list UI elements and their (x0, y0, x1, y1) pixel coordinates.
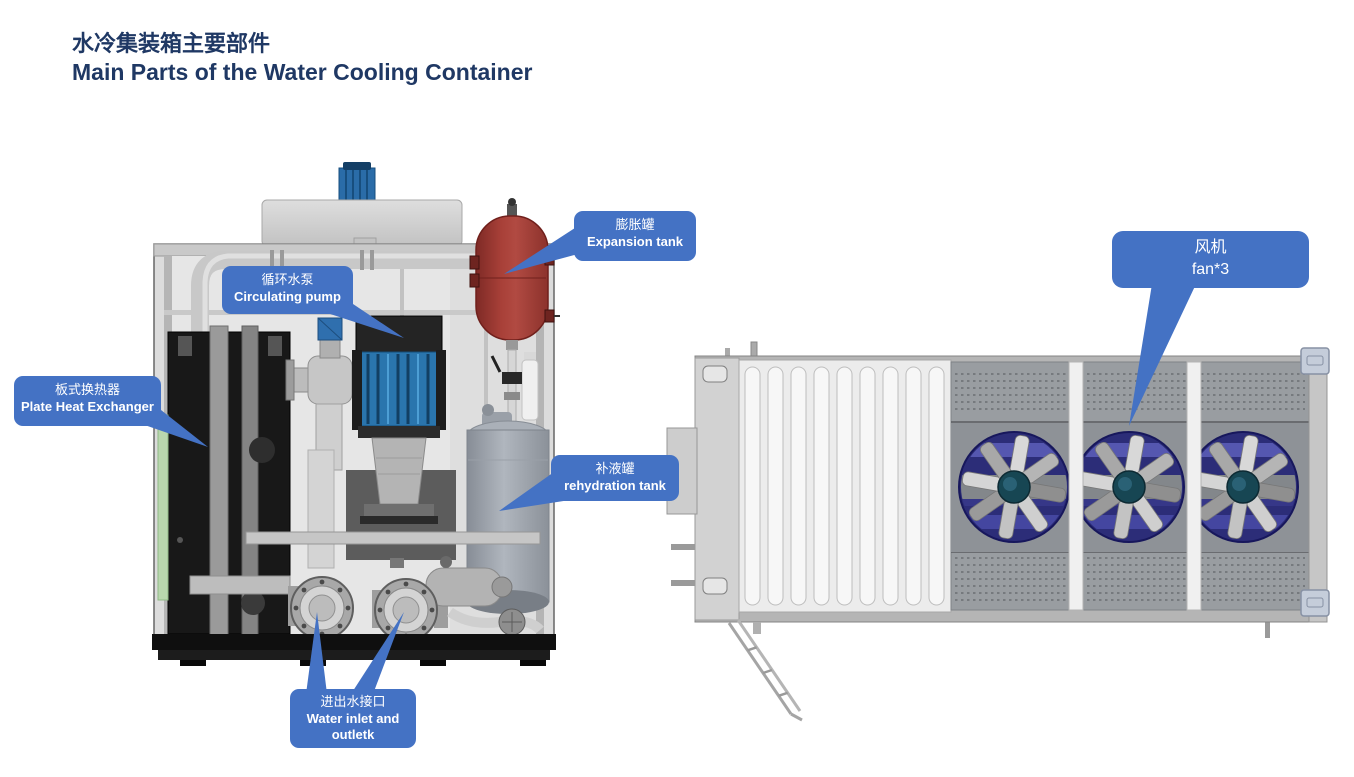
container-top-view-illustration (666, 341, 1330, 722)
callout-circulating-pump-zh: 循环水泵 (261, 272, 314, 287)
callout-water-inlet-outlet-en: Water inlet and outletk (306, 710, 400, 743)
supply-pipe (191, 250, 494, 400)
top-drum (261, 199, 463, 251)
callout-water-inlet-outlet-zh: 进出水接口 (320, 694, 386, 709)
fan-2 (1073, 432, 1185, 542)
fan-3 (1187, 432, 1299, 542)
corner-castings (1300, 347, 1330, 623)
callout-plate-heat-exchanger: 板式换热器 Plate Heat Exchanger (14, 376, 161, 426)
callout-circulating-pump-en: Circulating pump (234, 288, 341, 304)
small-cylinder (521, 352, 539, 421)
callout-expansion-tank: 膨胀罐 Expansion tank (574, 211, 696, 261)
page-title: 水冷集装箱主要部件 Main Parts of the Water Coolin… (72, 30, 532, 86)
indoor-unit-illustration (152, 162, 560, 666)
callout-plate-heat-exchanger-en: Plate Heat Exchanger (21, 398, 154, 414)
fan-1 (958, 432, 1070, 542)
callout-expansion-tank-en: Expansion tank (586, 233, 684, 249)
callout-expansion-tank-zh: 膨胀罐 (615, 217, 655, 232)
callout-water-inlet-outlet: 进出水接口 Water inlet and outletk (290, 689, 416, 749)
ribbed-panel (738, 359, 952, 613)
access-ladder (727, 619, 803, 722)
callout-fan: 风机 fan*3 (1112, 231, 1309, 288)
base-frame (152, 634, 556, 666)
callout-fan-en: fan*3 (1191, 261, 1230, 279)
callout-rehydration-tank-zh: 补液罐 (595, 461, 635, 476)
water-inlet-flange (290, 576, 354, 640)
water-outlet-flange (374, 578, 438, 642)
callout-rehydration-tank-en: rehydration tank (564, 477, 666, 493)
circulating-pump (346, 315, 456, 560)
callout-fan-zh: 风机 (1194, 239, 1227, 256)
title-english: Main Parts of the Water Cooling Containe… (72, 58, 533, 85)
title-chinese: 水冷集装箱主要部件 (72, 31, 271, 56)
callout-circulating-pump: 循环水泵 Circulating pump (222, 266, 353, 314)
callout-plate-heat-exchanger-zh: 板式换热器 (54, 382, 120, 397)
callout-rehydration-tank: 补液罐 rehydration tank (551, 455, 679, 501)
